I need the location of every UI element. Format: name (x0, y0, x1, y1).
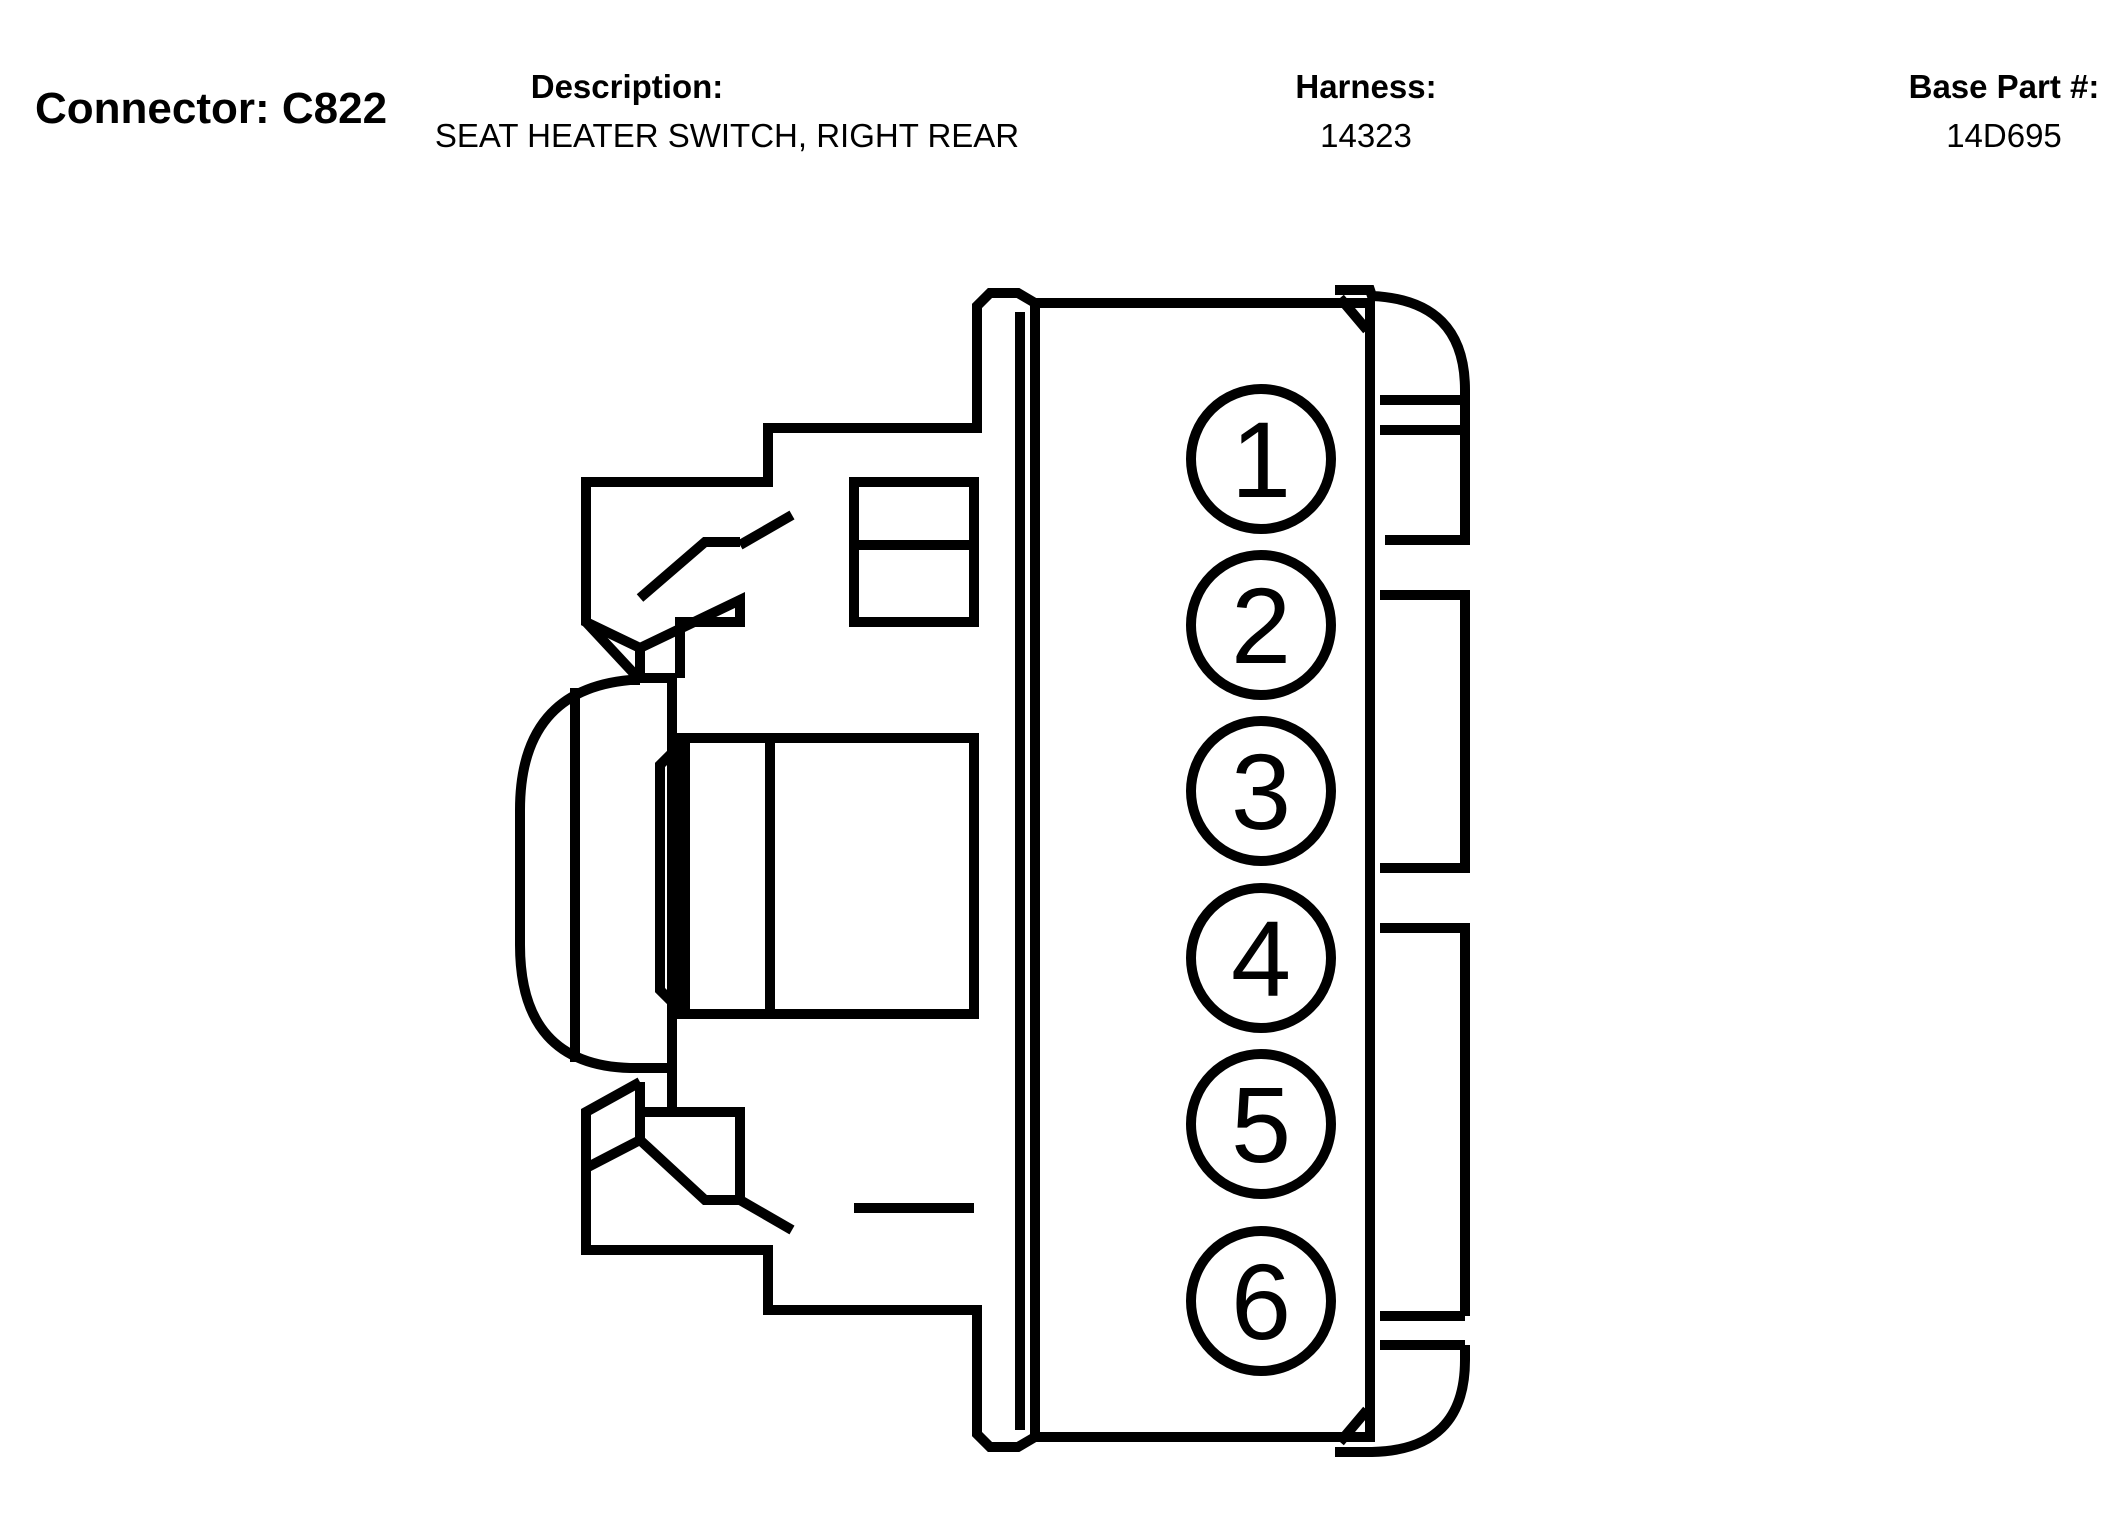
pin-6-label: 6 (1231, 1241, 1291, 1362)
pin-5-label: 5 (1231, 1064, 1291, 1185)
upper-latch (581, 477, 979, 684)
base-part-value: 14D695 (1946, 117, 2062, 154)
base-part-label: Base Part #: (1908, 68, 2100, 105)
pin-4: 4 (1186, 883, 1336, 1033)
lower-latch (581, 1077, 974, 1250)
pin-1: 1 (1186, 384, 1336, 534)
pin-5: 5 (1186, 1049, 1336, 1199)
connector-title: Connector: C822 (35, 84, 388, 133)
pin-1-label: 1 (1231, 399, 1291, 520)
right-ribs (1335, 285, 1470, 1457)
pin-4-label: 4 (1231, 898, 1291, 1019)
pin-3: 3 (1186, 716, 1336, 866)
center-lock (655, 733, 979, 1019)
harness-value: 14323 (1320, 117, 1412, 154)
pin-2: 2 (1186, 550, 1336, 700)
description-value: SEAT HEATER SWITCH, RIGHT REAR (434, 117, 1020, 154)
description-label: Description: (530, 68, 724, 105)
latch-tab (515, 675, 672, 1073)
pin-6: 6 (1186, 1226, 1336, 1376)
connector-body (581, 288, 1375, 1452)
pin-2-label: 2 (1231, 565, 1291, 686)
harness-label: Harness: (1295, 68, 1437, 105)
pin-3-label: 3 (1231, 731, 1291, 852)
